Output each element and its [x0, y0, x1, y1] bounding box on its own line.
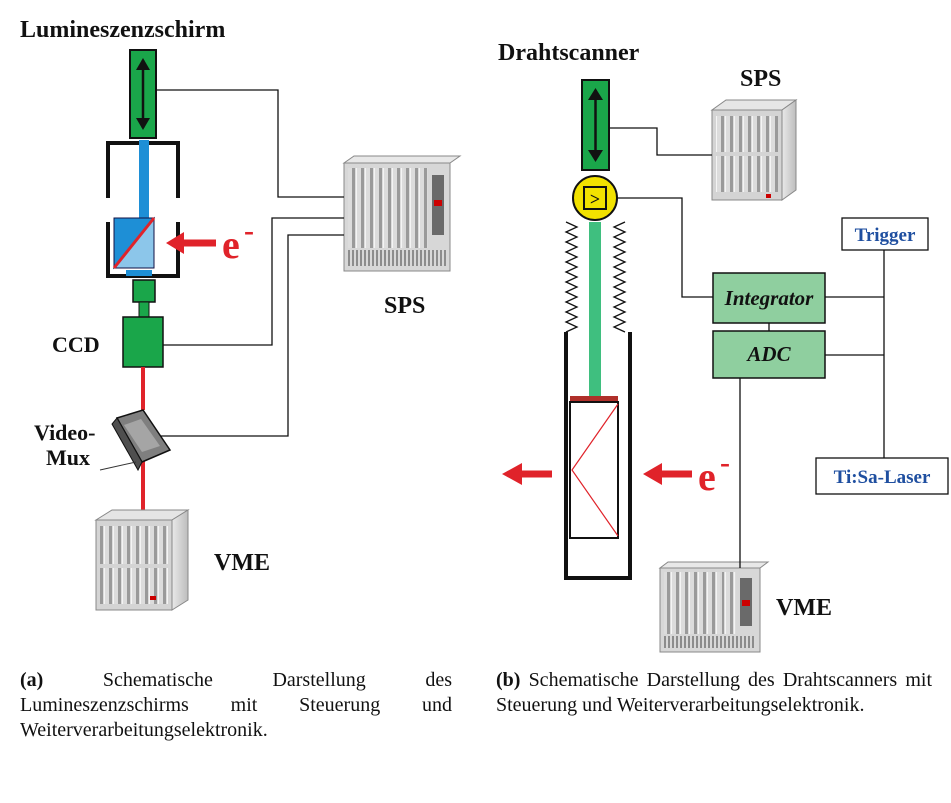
luminescent-screen: [112, 216, 156, 270]
vme-crate-b: [658, 561, 770, 653]
videomux-label-1: Video-: [34, 420, 96, 445]
adc-box: [712, 330, 826, 379]
actuator-a: [129, 49, 157, 139]
ccd-label: CCD: [52, 332, 100, 357]
caption-a-text: Schematische Darstellung des Lumineszenz…: [20, 669, 452, 741]
amplifier: >: [572, 175, 618, 221]
wire-fork: [569, 401, 619, 539]
ccd-camera: [122, 316, 164, 368]
electron-label-a: e: [222, 222, 240, 267]
diagram-a: Lumineszenzschirm e - CCD: [20, 17, 462, 611]
videomux-label-2: Mux: [46, 445, 90, 470]
sps-label-b: SPS: [740, 66, 781, 92]
caption-a: (a) Schematische Darstellung des Lumines…: [20, 668, 452, 743]
sps-crate-b: [710, 99, 798, 201]
title-drahtscanner: Drahtscanner: [498, 40, 640, 66]
vme-crate-a: [94, 509, 190, 611]
amp-symbol: >: [590, 189, 600, 209]
integrator-label: Integrator: [724, 286, 815, 310]
integrator-box: [712, 272, 826, 324]
trigger-label: Trigger: [855, 225, 916, 246]
title-lumineszenzschirm: Lumineszenzschirm: [20, 17, 225, 43]
sps-label-a: SPS: [384, 293, 425, 319]
adc-label: ADC: [745, 342, 791, 366]
actuator-b: [581, 79, 610, 171]
laser-box: [815, 457, 949, 495]
electron-sup-a: -: [244, 214, 254, 247]
exit-beam-arrow: [502, 463, 552, 485]
electron-beam-arrow-b: e -: [643, 446, 730, 499]
vme-label-b: VME: [776, 595, 832, 621]
chamber-b: [564, 332, 632, 580]
control-wires-b: [609, 127, 885, 568]
caption-b-tag: (b): [496, 669, 521, 691]
laser-label: Ti:Sa-Laser: [834, 467, 931, 488]
electron-label-b: e: [698, 454, 716, 499]
video-mux: [99, 409, 172, 472]
lens: [132, 279, 156, 303]
electron-sup-b: -: [720, 446, 730, 479]
scanner-rod: [589, 222, 601, 398]
control-wires-a: [156, 89, 344, 437]
electron-beam-arrow-a: e -: [166, 214, 254, 267]
trigger-box: [841, 217, 929, 251]
vme-label-a: VME: [214, 550, 270, 576]
caption-b: (b) Schematische Darstellung des Drahtsc…: [496, 668, 932, 718]
caption-a-tag: (a): [20, 669, 44, 691]
screen-rod: [139, 140, 149, 220]
bellows: [564, 221, 627, 333]
sps-crate-a: [342, 155, 462, 272]
diagram-b: Drahtscanner >: [498, 40, 949, 653]
caption-b-text: Schematische Darstellung des Drahtscanne…: [496, 669, 932, 716]
